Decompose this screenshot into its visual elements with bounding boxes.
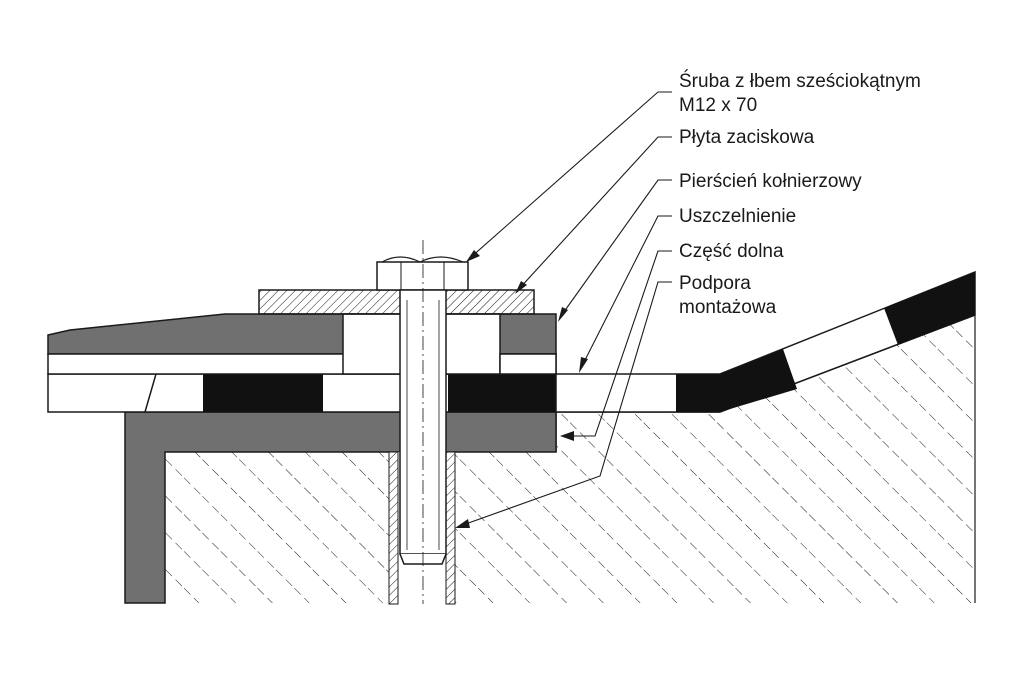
flange-ring — [47, 313, 557, 375]
label-bolt-line1: Śruba z łbem sześciokątnym — [679, 70, 921, 92]
callout-labels: Śruba z łbem sześciokątnym M12 x 70 Płyt… — [679, 70, 921, 318]
arrow-lower-part — [560, 431, 574, 441]
hex-bolt — [376, 240, 469, 604]
label-flange-ring: Pierścień kołnierzowy — [679, 171, 862, 192]
label-bolt-line2: M12 x 70 — [679, 95, 757, 116]
leader-bolt — [469, 91, 672, 259]
clamp-plate — [258, 289, 535, 315]
label-lower-part: Część dolna — [679, 241, 784, 262]
leader-lines — [455, 91, 672, 528]
label-support-line1: Podpora — [679, 273, 751, 294]
seal-layer — [47, 270, 976, 413]
arrow-clamp-plate — [515, 281, 527, 294]
label-clamp-plate: Płyta zaciskowa — [679, 127, 815, 148]
leader-lower-part — [566, 250, 672, 437]
label-seal: Uszczelnienie — [679, 206, 796, 227]
leader-clamp-plate — [517, 136, 672, 291]
label-support-line2: montażowa — [679, 297, 777, 318]
leader-seal — [581, 215, 672, 367]
arrow-flange-ring — [558, 307, 568, 322]
leader-flange-ring — [560, 179, 672, 317]
arrow-seal — [579, 357, 588, 373]
leader-support — [459, 281, 672, 527]
arrow-bolt — [466, 250, 480, 262]
arrow-support — [455, 519, 470, 528]
